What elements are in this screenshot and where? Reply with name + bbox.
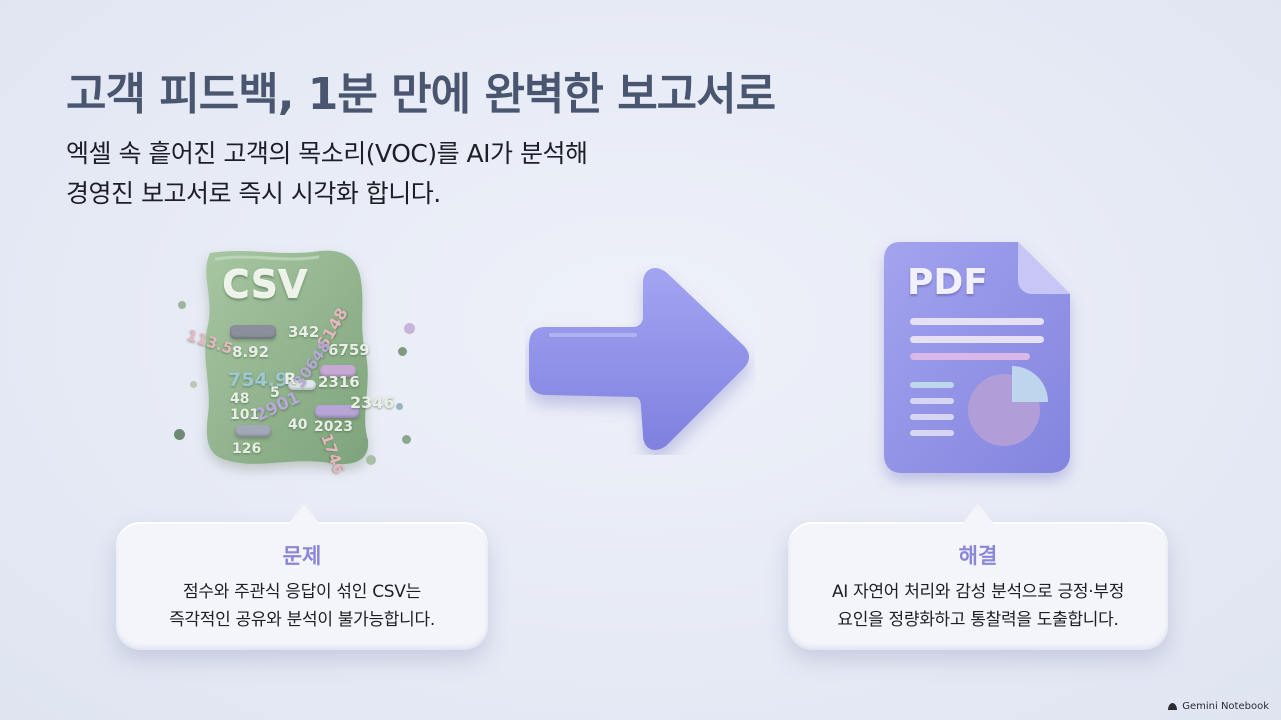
solution-callout: 해결 AI 자연어 처리와 감성 분석으로 긍정·부정 요인을 정량화하고 통찰…	[788, 504, 1168, 650]
floating-dot	[366, 455, 376, 465]
problem-text-line-2: 즉각적인 공유와 분석이 불가능합니다.	[169, 610, 435, 630]
problem-text-line-1: 점수와 주관식 응답이 섞인 CSV는	[183, 582, 421, 602]
floating-dot	[404, 323, 415, 334]
floating-dot	[396, 403, 403, 410]
problem-callout: 문제 점수와 주관식 응답이 섞인 CSV는 즉각적인 공유와 분석이 불가능합…	[116, 504, 488, 650]
notebook-icon	[1168, 703, 1178, 710]
floating-dot	[402, 435, 411, 444]
pdf-label: PDF	[907, 262, 988, 303]
floating-dot	[178, 301, 186, 309]
floating-dot	[190, 381, 197, 388]
callout-tail	[962, 504, 994, 524]
data-bar	[235, 425, 271, 437]
subtitle-line-1: 엑셀 속 흩어진 고객의 목소리(VOC)를 AI가 분석해	[66, 139, 588, 168]
solution-text: AI 자연어 처리와 감성 분석으로 긍정·부정 요인을 정량화하고 통찰력을 …	[788, 578, 1168, 634]
data-bar	[315, 405, 359, 418]
csv-number: 342	[288, 323, 320, 341]
problem-title: 문제	[282, 544, 322, 568]
csv-number: 48	[230, 391, 250, 407]
pdf-document-shape	[884, 242, 1070, 473]
arrow-right-icon	[529, 268, 749, 450]
floating-dot	[398, 347, 407, 356]
csv-number: 2346	[350, 393, 395, 412]
page-subtitle: 엑셀 속 흩어진 고객의 목소리(VOC)를 AI가 분석해 경영진 보고서로 …	[66, 134, 588, 214]
csv-number: 5	[270, 385, 280, 401]
csv-number: 8.92	[232, 343, 270, 361]
csv-number: 6759	[328, 341, 370, 359]
floating-dot	[174, 429, 185, 440]
pdf-file-illustration: PDF	[882, 240, 1074, 475]
solution-title: 해결	[958, 544, 998, 568]
csv-number: 754.9	[228, 369, 289, 391]
csv-number: 101	[230, 407, 260, 423]
csv-number: R	[284, 369, 297, 388]
csv-file-illustration: CSV 113.5 8.92 342 6148 6759 754.9 R 231…	[170, 245, 415, 495]
page-title: 고객 피드백, 1분 만에 완벽한 보고서로	[66, 69, 776, 120]
data-bar	[320, 365, 356, 377]
subtitle-line-2: 경영진 보고서로 즉시 시각화 합니다.	[66, 179, 441, 208]
brand-watermark: Gemini Notebook	[1167, 701, 1269, 712]
csv-number: 2023	[314, 419, 353, 435]
data-bar	[230, 325, 276, 339]
csv-label: CSV	[222, 263, 308, 307]
csv-number: 40	[288, 417, 308, 433]
brand-name: Gemini Notebook	[1182, 701, 1269, 712]
csv-number: 2316	[318, 373, 360, 391]
csv-number: 126	[232, 441, 262, 457]
solution-text-line-1: AI 자연어 처리와 감성 분석으로 긍정·부정	[831, 582, 1125, 602]
problem-text: 점수와 주관식 응답이 섞인 CSV는 즉각적인 공유와 분석이 불가능합니다.	[116, 578, 488, 634]
data-bar	[288, 380, 316, 390]
solution-text-line-2: 요인을 정량화하고 통찰력을 도출합니다.	[837, 610, 1119, 630]
callout-tail	[288, 504, 320, 524]
